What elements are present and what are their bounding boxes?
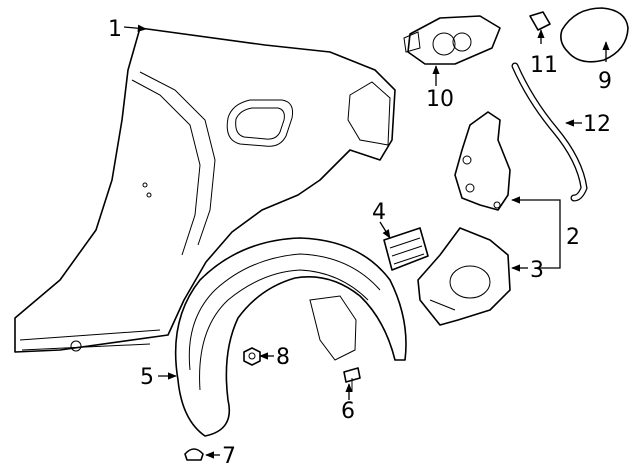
callout-3: 3 <box>530 258 544 283</box>
wheel-liner-part <box>174 237 407 437</box>
callout-6: 6 <box>341 399 355 424</box>
callout-1: 1 <box>108 17 122 42</box>
callout-5: 5 <box>140 365 154 390</box>
push-clip-part <box>184 448 204 461</box>
callout-8: 8 <box>276 345 290 370</box>
callout-2: 2 <box>566 225 580 250</box>
callout-11: 11 <box>530 53 558 78</box>
vent-grille-part <box>383 227 429 271</box>
quarter-panel-part <box>14 27 396 353</box>
leader-lines <box>123 24 610 459</box>
callout-9: 9 <box>598 69 612 94</box>
callout-7: 7 <box>222 444 236 469</box>
drain-hose-part <box>511 62 588 202</box>
callout-12: 12 <box>583 112 611 137</box>
screw-part <box>343 367 361 392</box>
fuel-door-housing-part <box>403 15 501 65</box>
callout-4: 4 <box>372 200 386 225</box>
upper-bracket-part <box>454 111 511 211</box>
nut-part <box>243 347 261 366</box>
fuel-door-part <box>560 7 629 63</box>
lower-bracket-part <box>417 227 511 326</box>
callout-10: 10 <box>426 87 454 112</box>
clip-part <box>529 11 551 31</box>
